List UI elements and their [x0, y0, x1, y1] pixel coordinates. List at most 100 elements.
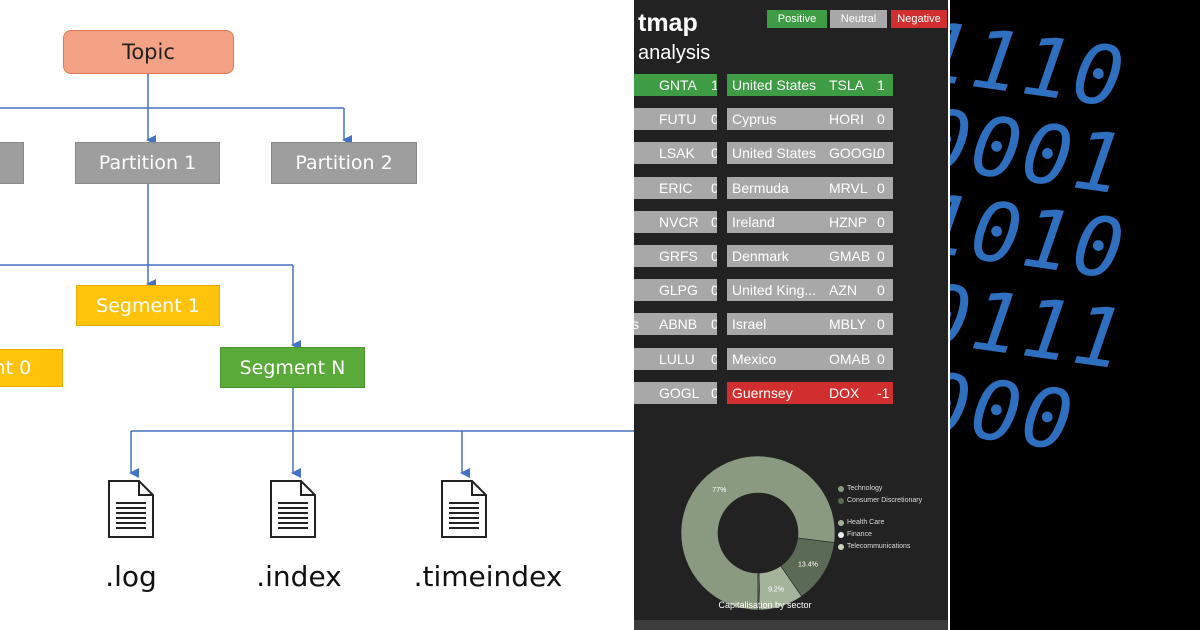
cell-ticker: DOX: [829, 384, 860, 401]
cell-value: 0: [711, 213, 717, 230]
heatmap-cell-left[interactable]: LSAK 0: [634, 142, 717, 165]
cell-value: 0: [711, 350, 717, 367]
donut-legend-technology: Technology: [838, 484, 882, 494]
cell-ticker: TSLA: [829, 77, 865, 93]
partition-2-box: Partition 2: [271, 142, 417, 184]
cell-country: Israel: [732, 316, 767, 333]
cell-country: Denmark: [732, 248, 789, 264]
cell-value: 0: [877, 179, 885, 196]
legend-neutral[interactable]: Neutral: [830, 10, 887, 28]
timeindex-file-icon: [441, 480, 487, 538]
heatmap-cell-right[interactable]: Israel MBLY 0: [727, 313, 893, 336]
cell-prefix: s: [634, 316, 639, 333]
donut-slice-label: 9.2%: [768, 587, 784, 594]
kafka-storage-diagram: Topic Partition 1 Partition 2 Segment 1 …: [0, 30, 634, 593]
cell-ticker: OMAB: [829, 350, 871, 367]
binary-code-image: 1110 0001 1010 0111 000: [950, 0, 1200, 630]
cell-ticker: NVCR: [659, 213, 699, 230]
cell-value: 0: [877, 350, 885, 367]
donut-legend-telecom: Telecommunications: [838, 542, 910, 552]
donut-slices: 77% 13.4% 9.2%: [680, 455, 836, 611]
cell-value: 0: [877, 145, 885, 162]
heatmap-cell-right[interactable]: Bermuda MRVL 0: [727, 176, 893, 199]
cell-value: 0: [711, 145, 717, 162]
cell-ticker: FUTU: [659, 111, 697, 128]
index-file-label: .index: [256, 560, 342, 593]
cell-value: 0: [877, 316, 885, 333]
segment-0-box: ent 0: [0, 349, 63, 387]
segment-n-box: Segment N: [220, 347, 365, 388]
cell-ticker: LSAK: [659, 145, 695, 162]
heatmap-cell-left[interactable]: NVCR 0: [634, 210, 717, 233]
cell-country: Cyprus: [732, 111, 777, 128]
cell-ticker: MBLY: [829, 316, 867, 333]
legend-positive[interactable]: Positive: [767, 10, 827, 28]
heatmap-cell-left[interactable]: GRFS 0: [634, 245, 717, 267]
cell-value: 0: [711, 384, 717, 401]
legend-negative[interactable]: Negative: [891, 10, 947, 28]
cell-value: 0: [877, 282, 885, 299]
heatmap-cell-right[interactable]: Denmark GMAB 0: [727, 245, 893, 267]
partition-0-box: [0, 142, 24, 184]
log-file-label: .log: [105, 560, 157, 593]
panel-scrollbar[interactable]: [634, 620, 950, 630]
topic-box: Topic: [63, 30, 234, 74]
cell-country: Ireland: [732, 213, 775, 230]
heatmap-cell-left[interactable]: GNTA 1: [634, 74, 717, 96]
cell-value: 0: [711, 111, 717, 128]
cell-value: 0: [711, 282, 717, 299]
cell-value: 0: [877, 111, 885, 128]
sector-donut-chart: 77% 13.4% 9.2%: [680, 455, 836, 611]
cell-ticker: AZN: [829, 282, 857, 299]
cell-ticker: GLPG: [659, 282, 698, 299]
cell-value: 0: [711, 248, 717, 264]
cell-value: -1: [877, 384, 890, 401]
index-file-icon: [270, 480, 316, 538]
donut-slice-technology[interactable]: [680, 455, 836, 611]
cell-ticker: HZNP: [829, 213, 868, 230]
heatmap-dashboard: tmap analysis Positive Neutral Negative …: [634, 0, 950, 630]
panel-separator: [948, 0, 951, 630]
dashboard-subtitle: analysis: [638, 42, 711, 64]
log-file-icon: [108, 480, 154, 538]
heatmap-cell-right[interactable]: Guernsey DOX -1: [727, 381, 893, 404]
cell-value: 0: [877, 248, 885, 264]
heatmap-cell-left[interactable]: FUTU 0: [634, 108, 717, 131]
cell-country: Bermuda: [732, 179, 789, 196]
dashboard-title: tmap: [638, 9, 698, 37]
donut-slice-label: 77%: [712, 487, 726, 494]
timeindex-file-label: .timeindex: [413, 560, 563, 593]
cell-ticker: GRFS: [659, 248, 698, 264]
cell-value: 1: [711, 77, 717, 93]
cell-ticker: GOGL: [659, 384, 700, 401]
donut-slice-label: 13.4%: [798, 561, 818, 568]
donut-legend-consumer: Consumer Discretionary: [838, 496, 927, 506]
cell-country: Mexico: [732, 350, 777, 367]
cell-country: United King...: [732, 282, 817, 299]
segment-1-box: Segment 1: [76, 285, 220, 326]
heatmap-cell-left[interactable]: GOGL 0: [634, 381, 717, 404]
donut-legend-finance: Finance: [838, 530, 872, 540]
cell-country: United States: [732, 145, 817, 162]
heatmap-cell-right[interactable]: Ireland HZNP 0: [727, 210, 893, 233]
cell-ticker: MRVL: [829, 179, 868, 196]
cell-ticker: ERIC: [659, 179, 693, 196]
cell-ticker: GNTA: [659, 77, 697, 93]
cell-value: 0: [877, 213, 885, 230]
donut-title: Capitalisation by sector: [718, 600, 812, 610]
cell-ticker: GMAB: [829, 248, 871, 264]
cell-country: United States: [732, 77, 817, 93]
cell-country: Guernsey: [732, 384, 793, 401]
diagram-connectors: [0, 74, 634, 478]
heatmap-cell-right[interactable]: United King... AZN 0: [727, 279, 893, 302]
heatmap-cell-right[interactable]: Mexico OMAB 0: [727, 347, 893, 370]
cell-value: 0: [711, 316, 717, 333]
cell-ticker: GOOGL: [829, 145, 881, 162]
heatmap-cell-left[interactable]: GLPG 0: [634, 279, 717, 302]
